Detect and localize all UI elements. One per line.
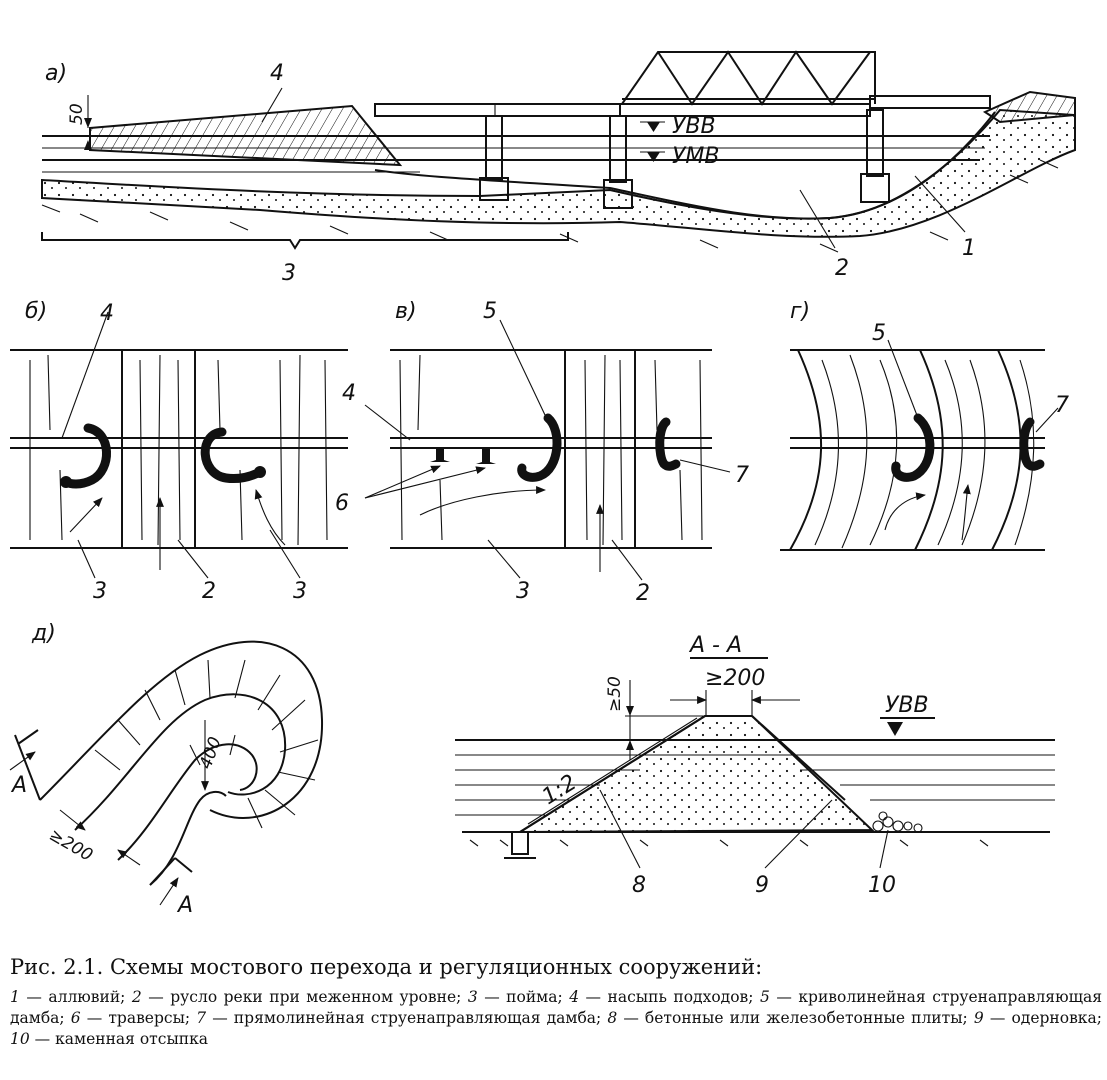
toe-block bbox=[511, 831, 529, 855]
floodplain-brace bbox=[41, 232, 569, 250]
bridge-crossing-diagram: а) bbox=[9, 50, 1076, 918]
legend-number: 8 bbox=[607, 1009, 618, 1027]
panel-d-letter: д) bbox=[31, 621, 56, 646]
section-uvv: УВВ bbox=[885, 693, 929, 718]
d-section-a-top: А bbox=[10, 773, 27, 798]
stone-fill bbox=[872, 811, 923, 833]
legend-number: 5 bbox=[759, 988, 770, 1006]
section-dim-50: ≥50 bbox=[605, 676, 625, 712]
embankment-right bbox=[982, 90, 1076, 124]
label-1: 1 bbox=[962, 236, 976, 261]
legend-number: 6 bbox=[70, 1009, 81, 1027]
uvv-marker bbox=[647, 122, 660, 132]
section-uvv-marker bbox=[887, 722, 903, 736]
v-label-2: 2 bbox=[636, 581, 650, 606]
d-section-a-bottom: А bbox=[176, 893, 193, 918]
b-label-3-left: 3 bbox=[93, 579, 107, 604]
truss-span bbox=[621, 50, 876, 106]
panel-v-plan: в) 4 5 6 7 3 2 bbox=[335, 299, 749, 606]
traverse-2 bbox=[476, 448, 496, 464]
g-label-7: 7 bbox=[1055, 393, 1069, 418]
legend-text: — насыпь подходов; bbox=[579, 988, 760, 1006]
g-label-5: 5 bbox=[872, 321, 886, 346]
legend-text: — каменная отсыпка bbox=[29, 1030, 209, 1048]
legend-text: — бетонные или железобетонные плиты; bbox=[617, 1009, 974, 1027]
v-label-7: 7 bbox=[735, 463, 749, 488]
d-dim-200: ≥200 bbox=[46, 825, 96, 866]
dim-50-arrow bbox=[84, 118, 92, 128]
leader-4 bbox=[261, 87, 283, 123]
section-a-a: А - А ≥200 bbox=[455, 633, 1055, 898]
legend-text: — пойма; bbox=[477, 988, 570, 1006]
v-curved-dam bbox=[517, 413, 562, 482]
legend-number: 3 bbox=[467, 988, 478, 1006]
v-label-6: 6 bbox=[335, 491, 349, 516]
label-4: 4 bbox=[270, 61, 284, 86]
legend-number: 7 bbox=[196, 1009, 207, 1027]
leader-2 bbox=[799, 189, 836, 249]
umv-label: УМВ bbox=[672, 144, 719, 169]
bridge-piers bbox=[479, 109, 890, 209]
section-dim-200: ≥200 bbox=[705, 666, 765, 691]
legend-number: 1 bbox=[10, 988, 20, 1006]
panel-v-letter: в) bbox=[395, 299, 417, 324]
figure-caption: Рис. 2.1. Схемы мостового перехода и рег… bbox=[10, 955, 1102, 1050]
leader-1 bbox=[914, 175, 966, 233]
v-straight-dam bbox=[655, 417, 681, 471]
legend-number: 10 bbox=[10, 1030, 30, 1048]
g-straight-dam bbox=[1019, 417, 1045, 471]
panel-g-letter: г) bbox=[790, 299, 810, 324]
section-label-9: 9 bbox=[755, 873, 769, 898]
d-dim-400: 400 bbox=[196, 734, 226, 771]
legend-text: — прямолинейная струенаправляющая дамба; bbox=[206, 1009, 608, 1027]
v-label-4: 4 bbox=[342, 381, 356, 406]
b-label-2: 2 bbox=[202, 579, 216, 604]
v-label-3: 3 bbox=[516, 579, 530, 604]
v-label-5: 5 bbox=[483, 299, 497, 324]
deck-span-1 bbox=[374, 103, 621, 117]
approach-embankment bbox=[89, 104, 403, 167]
caption-legend: 1 — аллювий; 2 — русло реки при меженном… bbox=[10, 987, 1102, 1050]
dim-50-label: 50 bbox=[67, 103, 87, 125]
legend-number: 2 bbox=[131, 988, 142, 1006]
legend-text: — криволинейная струенаправляющая дамба; bbox=[10, 988, 1102, 1027]
panel-g-plan: г) 5 7 bbox=[780, 299, 1069, 551]
section-label-8: 8 bbox=[632, 873, 646, 898]
umv-marker bbox=[647, 152, 660, 162]
panel-a-profile: а) bbox=[41, 50, 1076, 286]
traverse-1 bbox=[430, 448, 450, 462]
panel-b-letter: б) bbox=[25, 299, 47, 324]
uvv-label: УВВ bbox=[672, 114, 716, 139]
legend-text: — траверсы; bbox=[80, 1009, 197, 1027]
legend-text: — одерновка; bbox=[983, 1009, 1102, 1027]
panel-d-plan: д) А А 400 ≥200 bbox=[9, 621, 324, 918]
panel-a-letter: а) bbox=[45, 61, 67, 86]
section-title: А - А bbox=[688, 633, 742, 658]
label-2: 2 bbox=[835, 256, 849, 281]
legend-text: — русло реки при меженном уровне; bbox=[141, 988, 468, 1006]
legend-number: 4 bbox=[569, 988, 580, 1006]
riverbed bbox=[374, 111, 996, 220]
label-3: 3 bbox=[282, 261, 296, 286]
b-label-3-right: 3 bbox=[293, 579, 307, 604]
deck-span-2 bbox=[619, 103, 871, 117]
section-label-10: 10 bbox=[868, 873, 896, 898]
g-curved-dam bbox=[891, 413, 935, 482]
curved-dam-left bbox=[61, 423, 111, 489]
dim-50-arrow-2 bbox=[84, 140, 92, 150]
dam-body bbox=[516, 715, 875, 834]
b-label-4: 4 bbox=[100, 301, 114, 326]
deck-span-3 bbox=[869, 95, 991, 109]
legend-text: — аллювий; bbox=[19, 988, 132, 1006]
caption-title: Рис. 2.1. Схемы мостового перехода и рег… bbox=[10, 955, 763, 979]
curved-dam-right bbox=[200, 427, 265, 483]
panel-b-plan: б) 4 3 2 3 bbox=[10, 299, 348, 604]
legend-number: 9 bbox=[973, 1009, 984, 1027]
